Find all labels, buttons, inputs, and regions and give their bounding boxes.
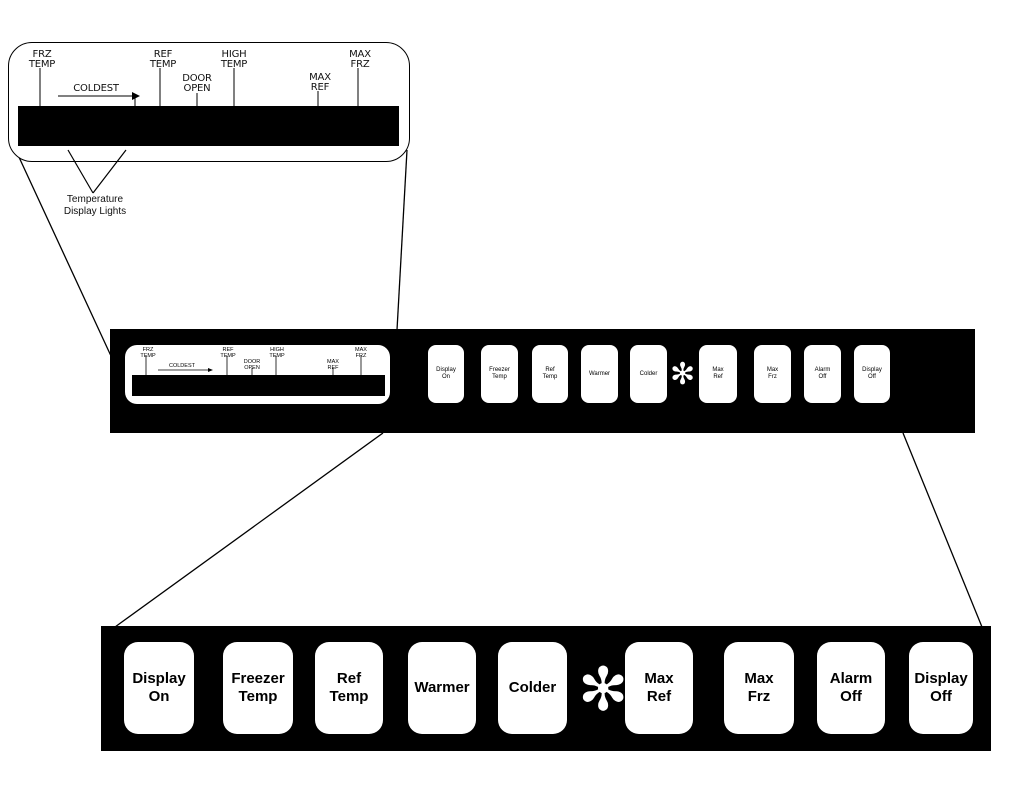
mid-freezer-temp-button[interactable]: Freezer Temp <box>481 345 518 403</box>
label-high-temp: HIGH TEMP <box>220 49 248 70</box>
mid-label-high-temp: HIGH TEMP <box>269 347 285 359</box>
mid-ref-temp-button[interactable]: Ref Temp <box>532 345 568 403</box>
label-frz-temp: FRZ TEMP <box>28 49 56 70</box>
callout-line-left <box>67 149 94 194</box>
mid-label-door-open: DOOR OPEN <box>243 359 261 371</box>
mid-alarm-off-button[interactable]: Alarm Off <box>804 345 841 403</box>
callout-temperature-display-lights: Temperature Display Lights <box>63 194 127 217</box>
mid-temperature-display-bar <box>132 375 385 396</box>
mid-label-frz-temp: FRZ TEMP <box>140 347 156 359</box>
mid-max-ref-button[interactable]: Max Ref <box>699 345 737 403</box>
alarm-off-button[interactable]: Alarm Off <box>817 642 885 734</box>
mid-label-max-frz: MAX FRZ <box>355 347 367 359</box>
mid-label-max-ref: MAX REF <box>327 359 339 371</box>
snowflake-icon: ✻ <box>578 656 629 723</box>
mid-colder-button[interactable]: Colder <box>630 345 667 403</box>
label-ref-temp: REF TEMP <box>149 49 177 70</box>
label-max-ref: MAX REF <box>309 72 331 93</box>
coldest-arrowhead <box>132 92 140 100</box>
max-frz-button[interactable]: Max Frz <box>724 642 794 734</box>
mid-warmer-button[interactable]: Warmer <box>581 345 618 403</box>
callout-line-right <box>92 149 127 194</box>
mid-label-coldest: COLDEST <box>169 363 195 369</box>
warmer-button[interactable]: Warmer <box>408 642 476 734</box>
bottom-connector-right <box>902 432 983 628</box>
label-door-open: DOOR OPEN <box>182 73 212 94</box>
mid-snowflake-icon: ✻ <box>670 358 696 391</box>
mid-display-on-button[interactable]: Display On <box>428 345 464 403</box>
freezer-temp-button[interactable]: Freezer Temp <box>223 642 293 734</box>
display-off-button[interactable]: Display Off <box>909 642 973 734</box>
zoom-connector-left <box>17 154 112 357</box>
zoom-connector-right <box>396 149 408 331</box>
temperature-display-bar <box>18 106 399 146</box>
mid-coldest-arrowhead <box>208 368 213 372</box>
colder-button[interactable]: Colder <box>498 642 567 734</box>
display-on-button[interactable]: Display On <box>124 642 194 734</box>
max-ref-button[interactable]: Max Ref <box>625 642 693 734</box>
bottom-connector-left <box>114 432 384 628</box>
mid-display-off-button[interactable]: Display Off <box>854 345 890 403</box>
ref-temp-button[interactable]: Ref Temp <box>315 642 383 734</box>
mid-max-frz-button[interactable]: Max Frz <box>754 345 791 403</box>
label-coldest: COLDEST <box>73 83 119 94</box>
mid-label-ref-temp: REF TEMP <box>220 347 236 359</box>
label-max-frz: MAX FRZ <box>349 49 371 70</box>
